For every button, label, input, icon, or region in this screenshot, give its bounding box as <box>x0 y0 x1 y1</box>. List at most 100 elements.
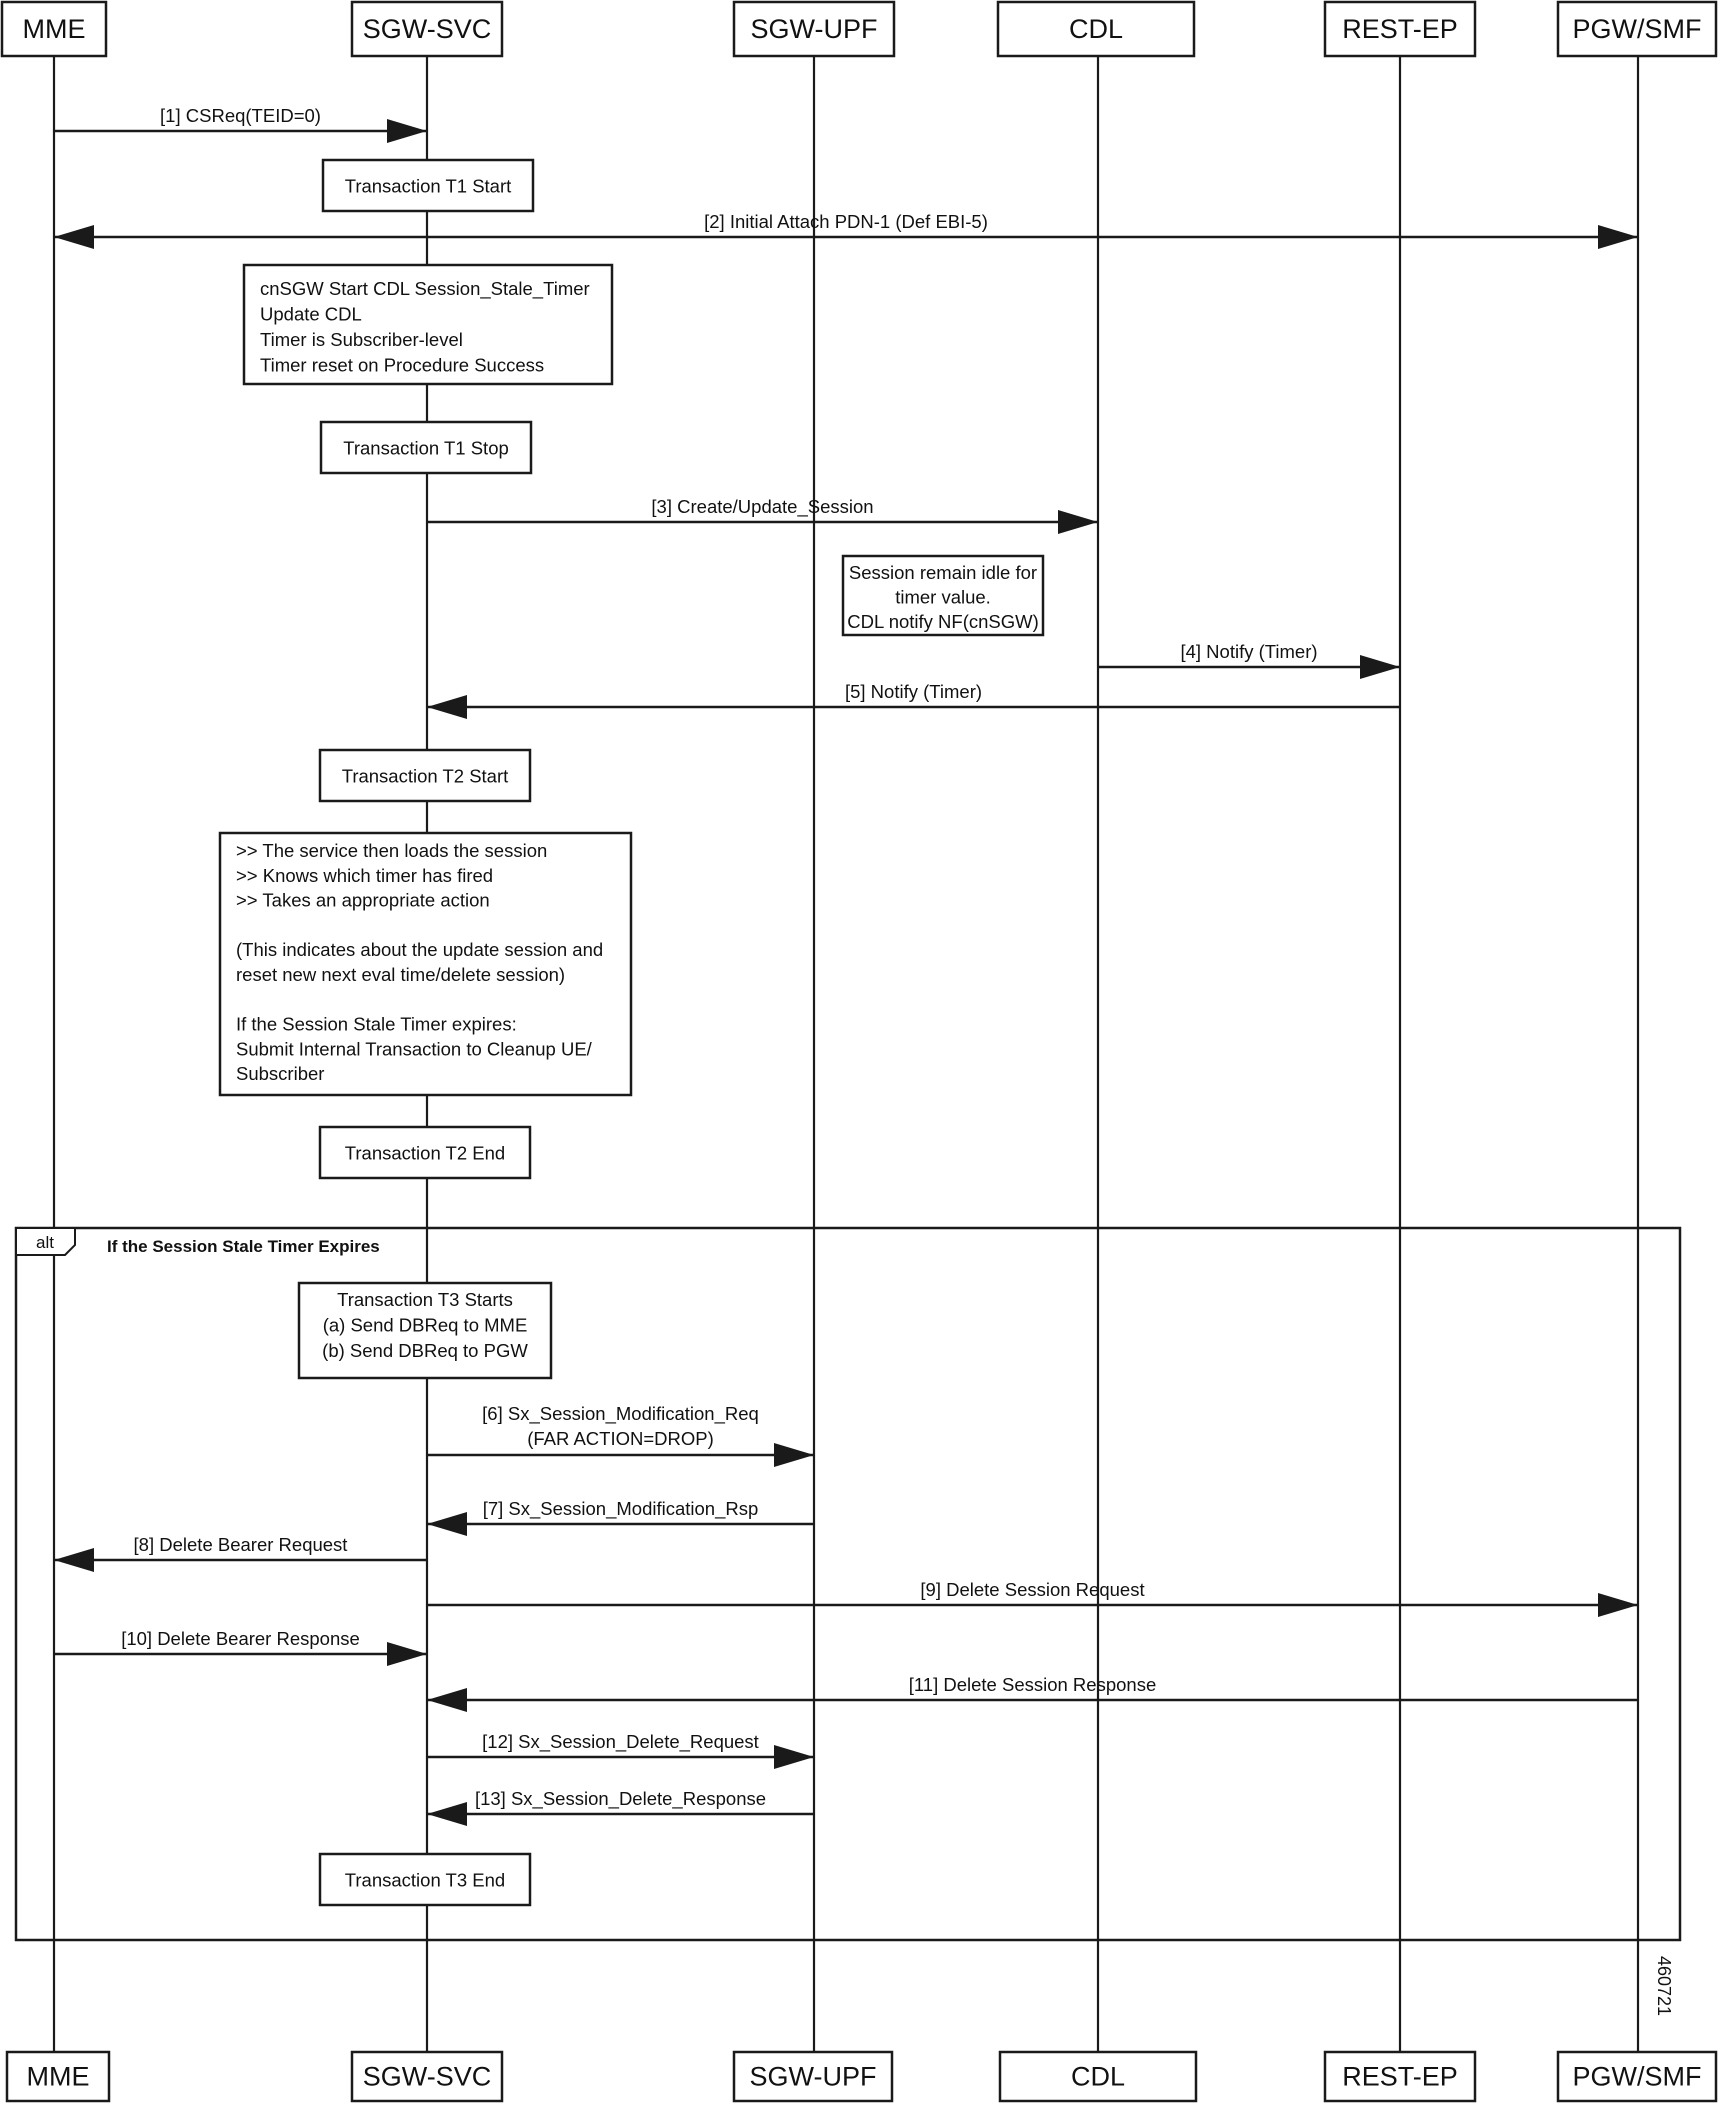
note-line: Submit Internal Transaction to Cleanup U… <box>236 1038 593 1059</box>
alt-frame: alt If the Session Stale Timer Expires <box>14 1226 1682 1942</box>
participant-label: SGW-UPF <box>750 2062 877 2092</box>
notes: Transaction T1 Start cnSGW Start CDL Sess… <box>218 158 1045 1907</box>
participant-cdl-top: CDL <box>996 0 1196 58</box>
note-box <box>218 831 633 1097</box>
note-line: Transaction T3 End <box>345 1870 505 1891</box>
message-4: [4] Notify (Timer) <box>1098 641 1400 679</box>
note-line: cnSGW Start CDL Session_Stale_Timer <box>260 278 590 300</box>
message-11: [11] Delete Session Response <box>427 1674 1638 1712</box>
message-label: [10] Delete Bearer Response <box>121 1628 360 1649</box>
note-line: timer value. <box>895 587 991 608</box>
note-line: Update CDL <box>260 304 362 325</box>
participant-label: SGW-SVC <box>363 14 492 44</box>
message-8: [8] Delete Bearer Request <box>54 1534 427 1572</box>
participant-box <box>732 0 896 58</box>
note-line: (a) Send DBReq to MME <box>323 1315 528 1336</box>
participant-label: CDL <box>1069 14 1123 44</box>
participant-label: MME <box>23 14 86 44</box>
note-line: Timer reset on Procedure Success <box>260 355 544 376</box>
participant-pgw-smf-bottom: PGW/SMF <box>1556 2050 1718 2103</box>
participant-box <box>998 2050 1198 2103</box>
participant-label: PGW/SMF <box>1573 2062 1702 2092</box>
participant-rest-ep-bottom: REST-EP <box>1323 2050 1477 2103</box>
note-t3-starts: Transaction T3 Starts (a) Send DBReq to M… <box>297 1281 553 1380</box>
participant-box <box>1556 2050 1718 2103</box>
participant-box <box>1556 0 1718 58</box>
participant-label: REST-EP <box>1342 14 1458 44</box>
participant-box <box>732 2050 894 2103</box>
message-13: [13] Sx_Session_Delete_Response <box>427 1788 814 1826</box>
participant-box <box>350 0 504 58</box>
participant-sgw-svc-bottom: SGW-SVC <box>350 2050 504 2103</box>
participant-label: SGW-SVC <box>363 2062 492 2092</box>
message-9: [9] Delete Session Request <box>427 1579 1638 1617</box>
message-1: [1] CSReq(TEID=0) <box>54 105 427 143</box>
message-7: [7] Sx_Session_Modification_Rsp <box>427 1498 814 1536</box>
note-box <box>318 1852 532 1907</box>
participant-sgw-upf-top: SGW-UPF <box>732 0 896 58</box>
message-label: [5] Notify (Timer) <box>845 681 982 702</box>
note-box <box>319 420 533 475</box>
participant-box <box>0 0 108 58</box>
note-box <box>297 1281 553 1380</box>
message-12: [12] Sx_Session_Delete_Request <box>427 1731 814 1769</box>
note-box <box>318 1125 532 1180</box>
participant-box <box>350 2050 504 2103</box>
message-10: [10] Delete Bearer Response <box>54 1628 427 1666</box>
note-box <box>841 554 1045 637</box>
note-service-action: >> The service then loads the session >> … <box>218 831 633 1097</box>
participant-sgw-svc-top: SGW-SVC <box>350 0 504 58</box>
participant-label: PGW/SMF <box>1573 14 1702 44</box>
note-cdl-timer: cnSGW Start CDL Session_Stale_TimerUpdat… <box>242 263 614 386</box>
message-label: [11] Delete Session Response <box>909 1674 1157 1695</box>
participant-pgw-smf-top: PGW/SMF <box>1556 0 1718 58</box>
participant-box <box>996 0 1196 58</box>
message-5: [5] Notify (Timer) <box>427 681 1400 719</box>
note-line: Subscriber <box>236 1063 324 1084</box>
message-label: [7] Sx_Session_Modification_Rsp <box>483 1498 759 1520</box>
note-line: Session remain idle for <box>849 562 1037 583</box>
note-t1-start: Transaction T1 Start <box>321 158 535 213</box>
lifelines <box>52 56 1640 2052</box>
note-session-idle: Session remain idle for timer value. CDL n… <box>841 554 1045 637</box>
alt-condition: If the Session Stale Timer Expires <box>107 1237 380 1256</box>
note-line: (b) Send DBReq to PGW <box>322 1340 528 1361</box>
participant-box <box>1323 2050 1477 2103</box>
note-line: >> The service then loads the session <box>236 840 547 861</box>
message-label: [1] CSReq(TEID=0) <box>160 105 321 126</box>
participant-box <box>1323 0 1477 58</box>
message-label: [2] Initial Attach PDN-1 (Def EBI-5) <box>704 211 988 232</box>
note-line: (This indicates about the update session… <box>236 939 603 960</box>
messages: [1] CSReq(TEID=0) [2] Initial Attach PDN-… <box>54 105 1638 1826</box>
note-t2-start: Transaction T2 Start <box>318 748 532 803</box>
message-label: [12] Sx_Session_Delete_Request <box>482 1731 759 1753</box>
participant-label: SGW-UPF <box>751 14 878 44</box>
note-line: Transaction T3 Starts <box>337 1289 513 1310</box>
participant-cdl-bottom: CDL <box>998 2050 1198 2103</box>
message-label-secondary: (FAR ACTION=DROP) <box>527 1428 714 1449</box>
participant-label: CDL <box>1071 2062 1125 2092</box>
alt-tag-box <box>15 1227 76 1256</box>
note-line: Transaction T1 Start <box>345 176 512 197</box>
message-label: [3] Create/Update_Session <box>651 496 873 518</box>
alt-tag-label: alt <box>36 1233 54 1252</box>
note-line: Timer is Subscriber-level <box>260 329 463 350</box>
participant-mme-bottom: MME <box>5 2050 111 2103</box>
message-2: [2] Initial Attach PDN-1 (Def EBI-5) <box>54 211 1638 249</box>
message-label: [6] Sx_Session_Modification_Req <box>482 1403 759 1425</box>
note-box <box>242 263 614 386</box>
alt-frame-border <box>14 1226 1682 1942</box>
note-line: Transaction T2 Start <box>342 766 509 787</box>
participants-bottom: MME SGW-SVC SGW-UPF CDL REST-EP PGW/SMF <box>5 2050 1718 2103</box>
message-label: [8] Delete Bearer Request <box>134 1534 348 1555</box>
note-line: If the Session Stale Timer expires: <box>236 1014 517 1035</box>
note-line: reset new next eval time/delete session) <box>236 964 565 985</box>
participant-label: MME <box>27 2062 90 2092</box>
note-line: CDL notify NF(cnSGW) <box>847 611 1039 632</box>
figure-id: 460721 <box>1654 1956 1674 2016</box>
note-line: Transaction T2 End <box>345 1143 505 1164</box>
note-line: >> Takes an appropriate action <box>236 890 490 911</box>
note-t2-end: Transaction T2 End <box>318 1125 532 1180</box>
participants-top: MME SGW-SVC SGW-UPF CDL REST-EP PGW/SMF <box>0 0 1718 58</box>
